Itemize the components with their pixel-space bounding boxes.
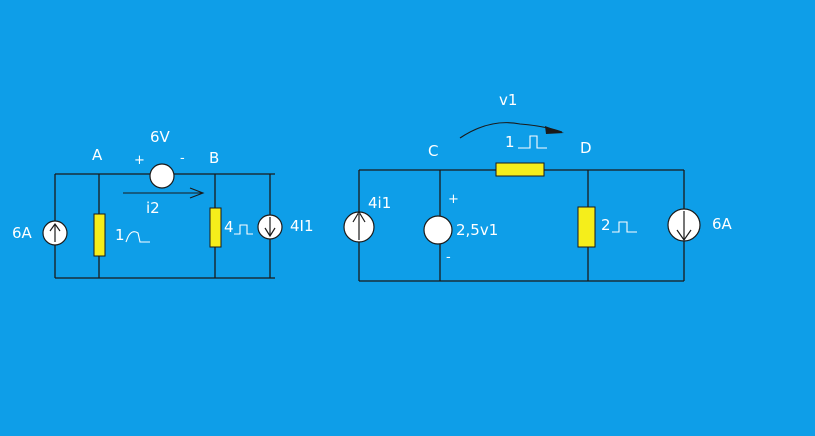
label-minus-right: - [446, 250, 451, 265]
label-6a-right: 6A [712, 215, 733, 233]
label-resistor-2: 4 [224, 218, 234, 236]
ohm-icon [612, 221, 637, 233]
ohm-icon [518, 135, 547, 149]
node-d-label: D [580, 139, 592, 157]
label-plus-left: + [134, 153, 145, 168]
label-minus-left: - [180, 151, 185, 166]
label-2-5v1: 2,5v1 [456, 221, 498, 239]
resistor-top-1-ohm [495, 162, 545, 177]
label-resistor-1: 1 [115, 226, 125, 244]
ohm-icon [234, 224, 253, 235]
current-source-6a-left [42, 220, 68, 246]
current-source-6a-right [667, 208, 701, 242]
label-4i1-right: 4i1 [368, 194, 391, 212]
node-b-label: B [209, 149, 219, 167]
resistor-4-ohm [209, 207, 222, 248]
dependent-voltage-source-2-5v1 [423, 215, 453, 245]
left-circuit [54, 173, 275, 279]
label-6v: 6V [150, 128, 171, 146]
right-circuit [358, 169, 685, 282]
label-6a-left: 6A [12, 224, 33, 242]
node-c-label: C [428, 142, 438, 160]
ohm-icon [125, 231, 150, 243]
resistor-2-ohm [577, 206, 596, 248]
label-4i1: 4I1 [290, 217, 314, 235]
voltage-source-6v [149, 163, 175, 189]
current-i2-arrow [123, 187, 205, 199]
voltage-v1-arrow [459, 122, 564, 139]
label-resistor-right: 2 [601, 216, 611, 234]
node-a-label: A [92, 146, 103, 164]
dependent-current-source-4i1 [343, 210, 375, 243]
label-plus-right: + [448, 192, 459, 207]
dependent-source-4i1 [257, 214, 283, 240]
label-resistor-top: 1 [505, 133, 515, 151]
label-v1: v1 [499, 91, 517, 109]
arrow-head-icon [545, 126, 564, 134]
label-i2: i2 [146, 199, 160, 217]
resistor-1-ohm [93, 213, 106, 257]
